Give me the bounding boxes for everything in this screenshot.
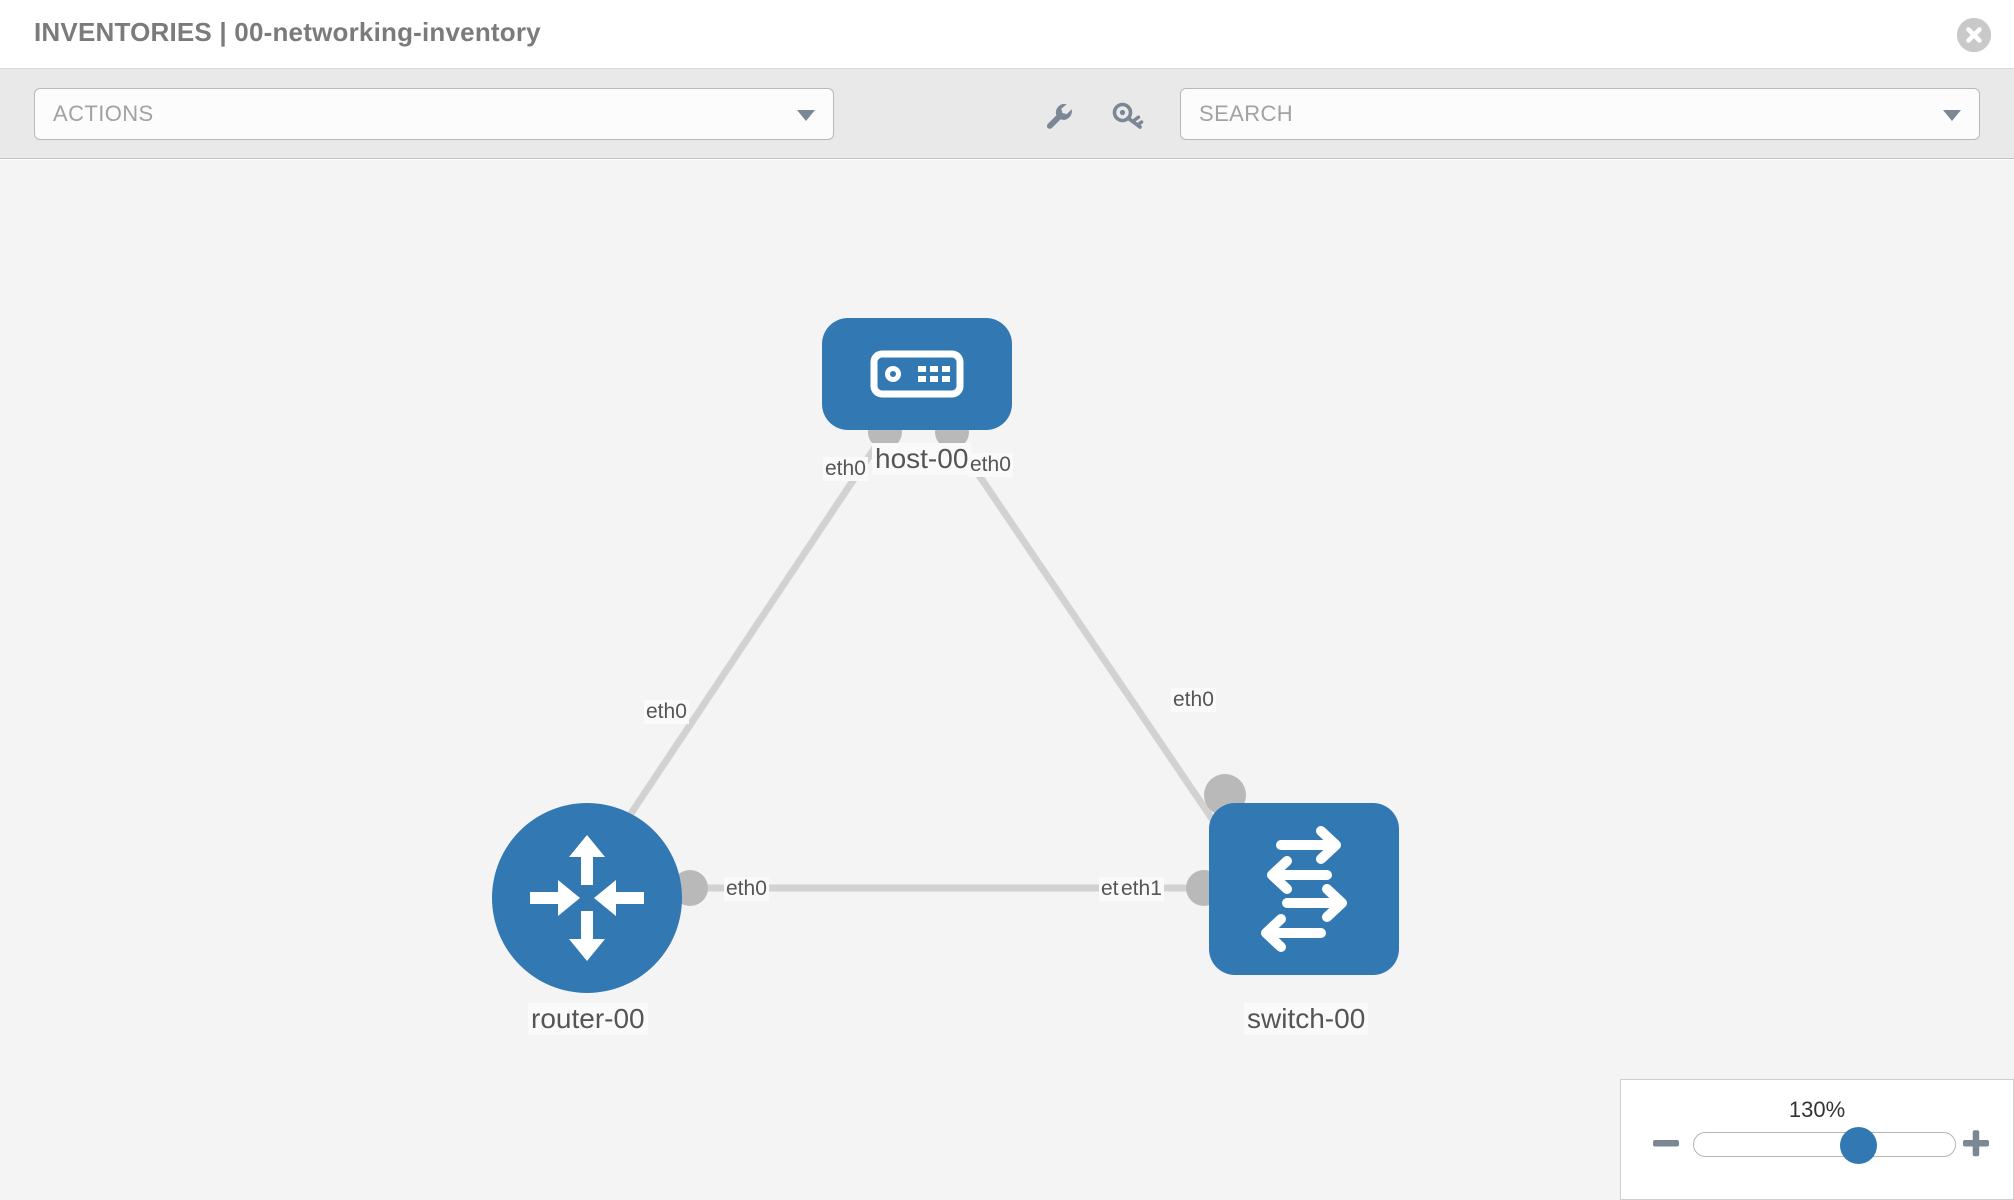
edge-label-switch-up: eth0 xyxy=(1171,688,1216,712)
toolbar: ACTIONS SEARCH xyxy=(0,69,2014,159)
node-label-host-00: host-00 xyxy=(872,443,972,475)
server-icon xyxy=(870,350,964,398)
edge-label-router-up: eth0 xyxy=(644,700,689,724)
chevron-down-icon xyxy=(797,110,815,121)
zoom-level-label: 130% xyxy=(1788,1097,1846,1122)
minus-icon[interactable] xyxy=(1649,1126,1683,1160)
node-switch-00[interactable] xyxy=(1209,803,1399,975)
plus-icon[interactable] xyxy=(1959,1126,1993,1160)
topology-edges xyxy=(597,438,1243,892)
topology-canvas[interactable]: host-00 router-00 switch-00 eth0 eth0 et… xyxy=(0,160,2014,1200)
chevron-down-icon xyxy=(1943,110,1961,121)
node-host-00[interactable] xyxy=(822,318,1012,430)
node-router-00[interactable] xyxy=(492,803,682,993)
zoom-control: 130% xyxy=(1620,1079,2014,1200)
node-label-switch-00: switch-00 xyxy=(1244,1003,1369,1035)
router-arrows-icon xyxy=(530,835,644,961)
actions-dropdown-label: ACTIONS xyxy=(53,101,154,126)
edge-label-host-left: eth0 xyxy=(823,457,868,481)
edge-label-switch-left: eth1 xyxy=(1119,877,1164,901)
search-input[interactable]: SEARCH xyxy=(1180,88,1980,140)
key-icon[interactable] xyxy=(1108,96,1148,136)
edge-label-host-right: eth0 xyxy=(968,453,1013,477)
node-label-router-00: router-00 xyxy=(528,1003,648,1035)
page-header: INVENTORIES | 00-networking-inventory xyxy=(0,0,2014,69)
page-title: INVENTORIES | 00-networking-inventory xyxy=(34,17,541,47)
actions-dropdown[interactable]: ACTIONS xyxy=(34,88,834,140)
search-placeholder: SEARCH xyxy=(1199,101,1294,126)
zoom-slider-thumb[interactable] xyxy=(1840,1127,1877,1164)
zoom-slider[interactable] xyxy=(1693,1127,1956,1164)
switch-arrows-icon xyxy=(1261,826,1347,952)
close-icon[interactable] xyxy=(1957,18,1991,52)
wrench-icon[interactable] xyxy=(1039,96,1079,136)
edge-label-router-right: eth0 xyxy=(724,877,769,901)
